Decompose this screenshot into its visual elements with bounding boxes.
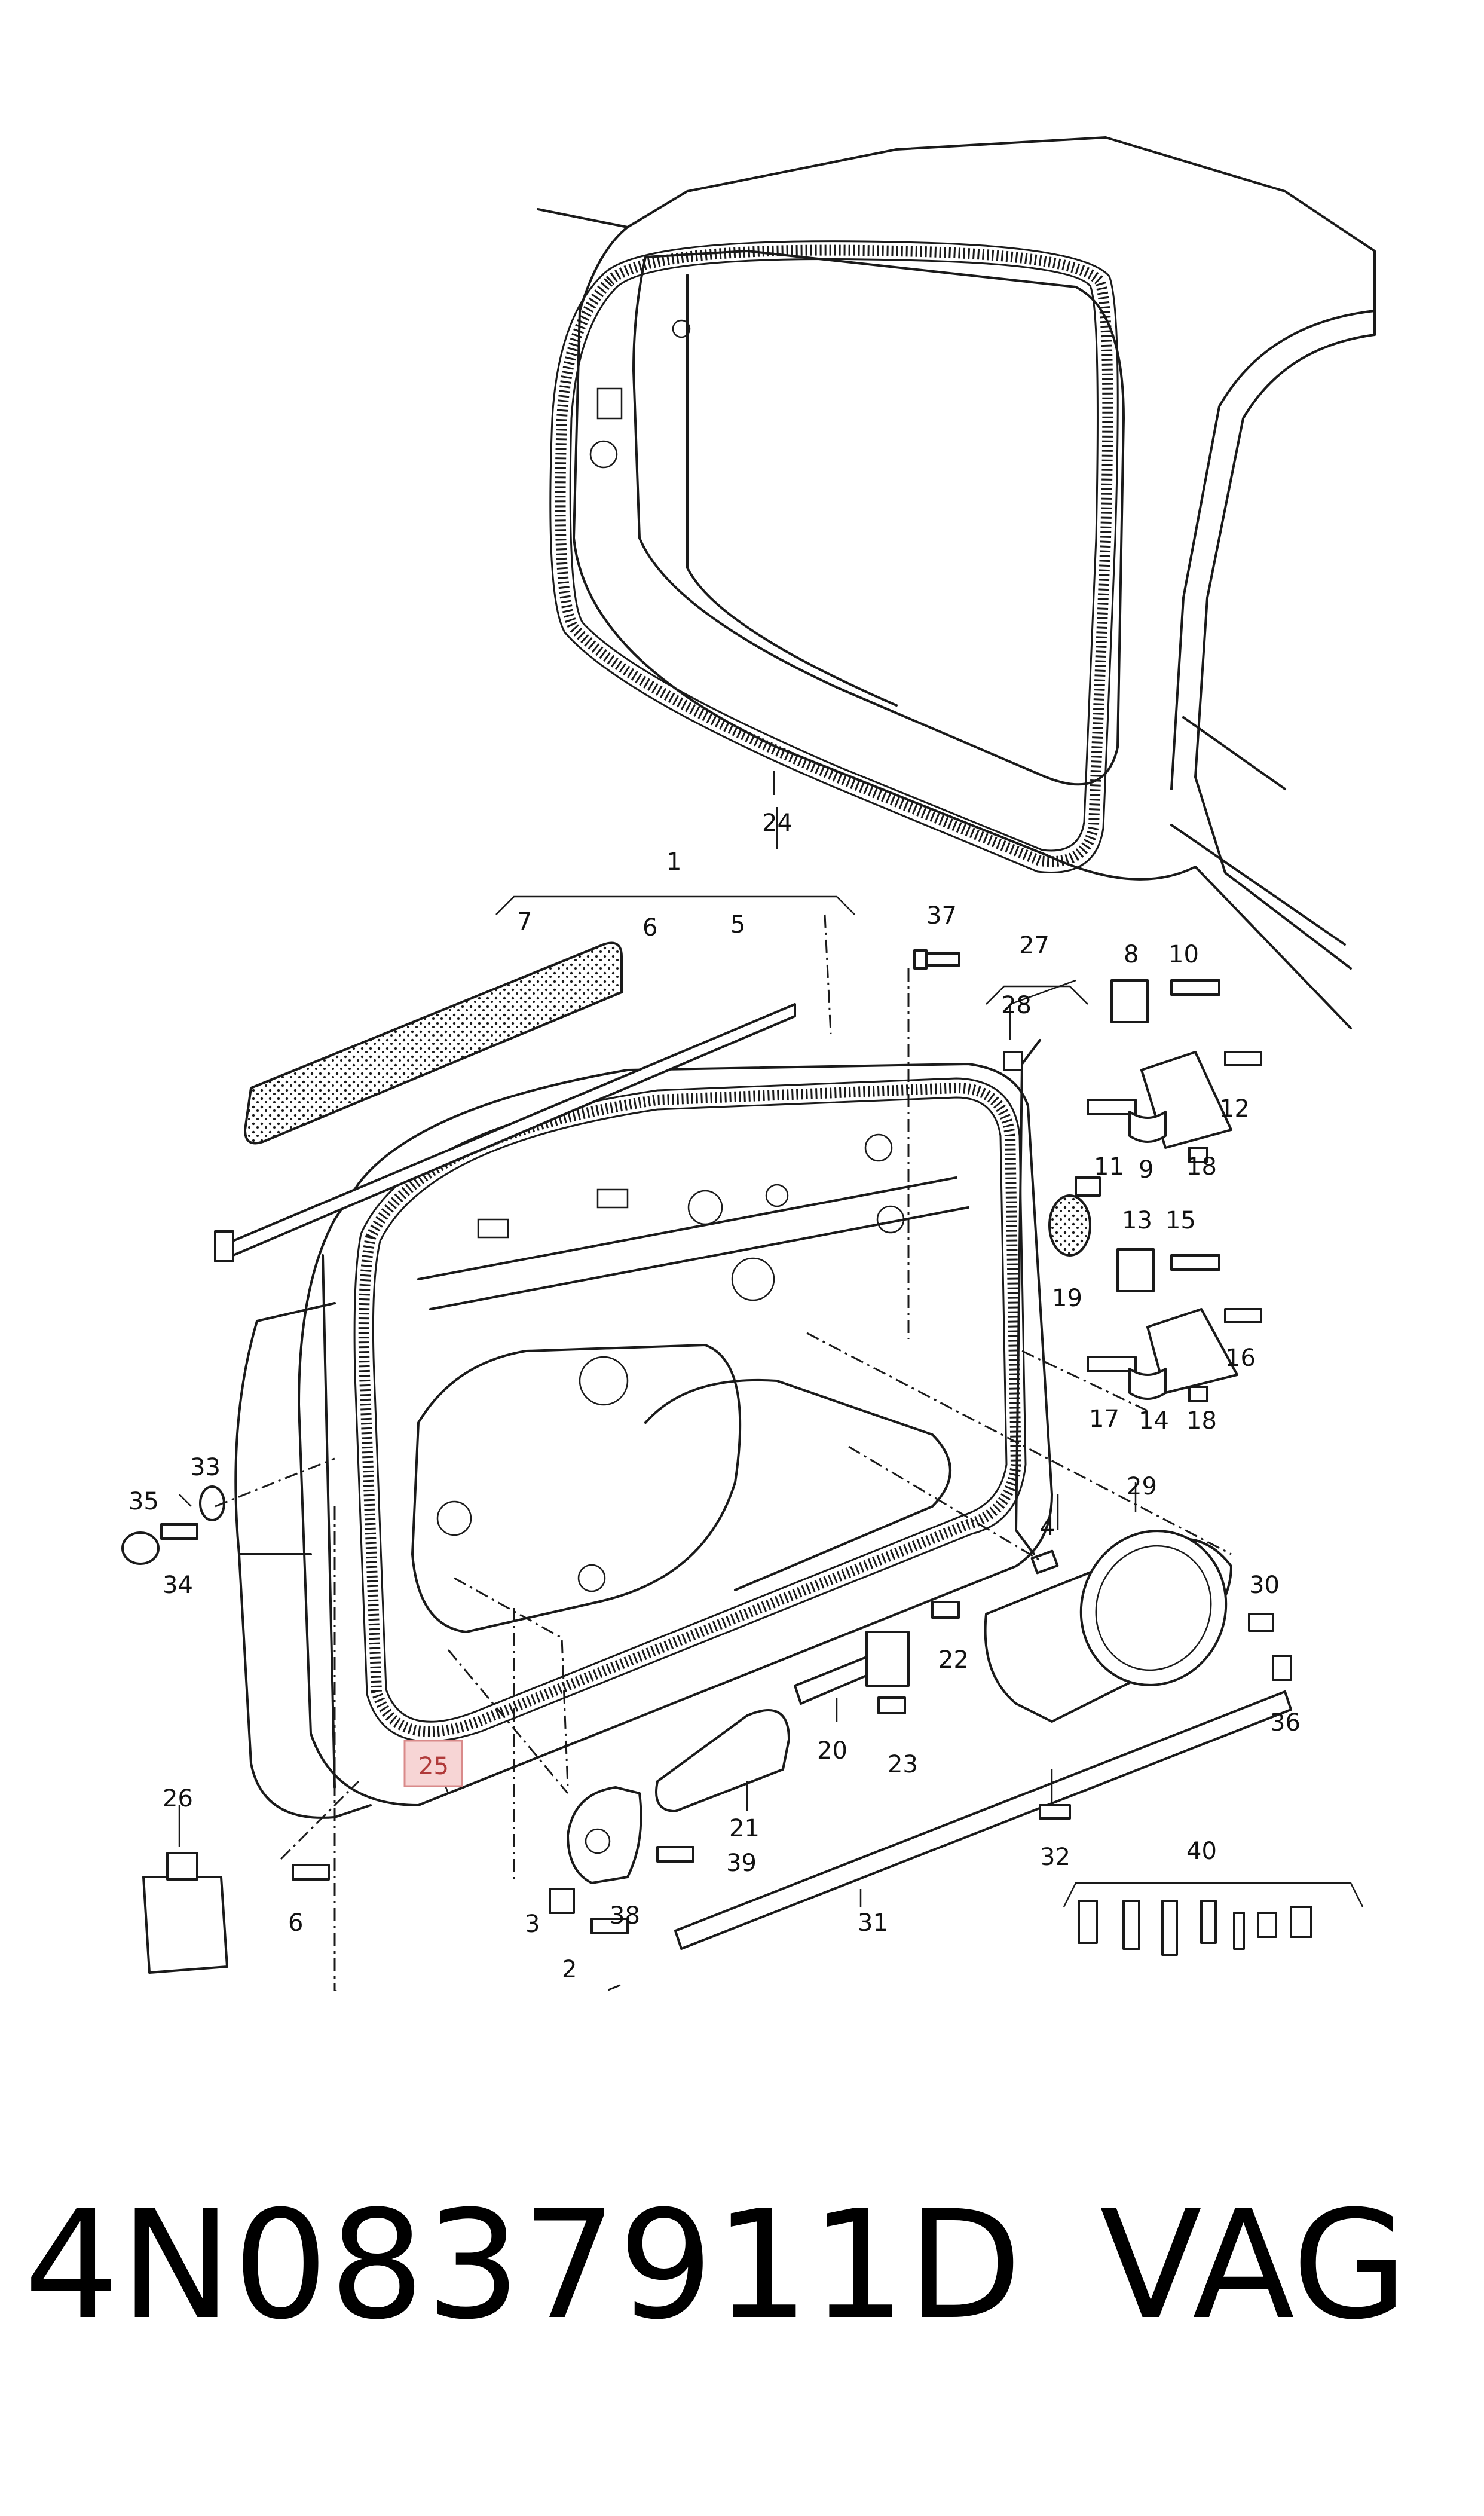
exploded-parts-diagram: 1 2 3 4 5 6 6 7 8 9 10 11 12 13 14 15 16… [121, 136, 1376, 1991]
label-19: 19 [1052, 1285, 1082, 1312]
part-28-clip [1003, 1051, 1023, 1071]
label-28: 28 [1001, 992, 1032, 1019]
label-17: 17 [1089, 1405, 1119, 1433]
label-39: 39 [726, 1849, 757, 1877]
part-20-bracket [794, 1601, 960, 1714]
part-4-bolt [1030, 1549, 1059, 1575]
label-3: 3 [525, 1910, 540, 1938]
leader-lines [215, 914, 1232, 1991]
part-6-screw [292, 1864, 330, 1881]
part-29-ring [984, 1530, 1232, 1723]
label-34: 34 [163, 1572, 193, 1599]
label-18b: 18 [1186, 1407, 1217, 1435]
part-3-bushing [549, 1888, 575, 1914]
label-33: 33 [190, 1454, 221, 1481]
part-27-cable [1015, 1039, 1041, 1555]
label-9: 9 [1139, 1156, 1153, 1184]
label-6b: 6 [288, 1909, 303, 1937]
part-37-bolt [913, 949, 960, 970]
label-18a: 18 [1186, 1153, 1217, 1181]
part-31-rail [674, 1690, 1292, 1950]
label-12: 12 [1219, 1095, 1250, 1123]
label-4: 4 [1040, 1514, 1055, 1541]
label-14: 14 [1139, 1407, 1169, 1435]
label-20: 20 [817, 1737, 847, 1765]
label-13: 13 [1122, 1207, 1152, 1234]
part-26-bottle [142, 1852, 228, 1974]
lower-hinge [1087, 1248, 1262, 1402]
part-30-bolt [1248, 1613, 1274, 1632]
label-5: 5 [730, 911, 745, 938]
door-seal-25 [353, 1077, 1027, 1742]
label-24: 24 [762, 809, 793, 837]
upper-hinge [1087, 979, 1262, 1163]
label-27: 27 [1019, 932, 1049, 959]
door-inner-panel [411, 1133, 969, 1633]
body-frame [537, 136, 1376, 1029]
label-23: 23 [888, 1751, 918, 1778]
part-21-foam [655, 1709, 790, 1812]
label-15: 15 [1165, 1207, 1196, 1234]
label-36: 36 [1270, 1709, 1301, 1737]
label-1: 1 [666, 848, 681, 876]
brand-name: VAG [1100, 2178, 1408, 2352]
highlight-box-25 [403, 1740, 463, 1787]
label-8: 8 [1124, 941, 1139, 968]
label-38: 38 [610, 1902, 640, 1930]
part-labels: 1 2 3 4 5 6 6 7 8 9 10 11 12 13 14 15 16… [128, 809, 1301, 1983]
label-10: 10 [1168, 941, 1199, 968]
part-7-pad [243, 941, 623, 1145]
label-25: 25 [418, 1753, 449, 1780]
caption: 4N0837911D VAG [24, 2170, 1470, 2361]
label-32: 32 [1040, 1844, 1070, 1871]
part-number: 4N0837911D [24, 2178, 1023, 2352]
label-30: 30 [1249, 1572, 1280, 1599]
label-2: 2 [562, 1956, 577, 1983]
door-shell [234, 1063, 1053, 1819]
label-22: 22 [938, 1646, 969, 1674]
callout-lines [178, 771, 1137, 1907]
part-40-fastener-set [1078, 1900, 1312, 1956]
label-37: 37 [926, 902, 957, 930]
label-31: 31 [858, 1909, 888, 1937]
label-21: 21 [729, 1815, 760, 1842]
door-opening-seal-24 [549, 240, 1119, 873]
label-6a: 6 [642, 914, 657, 941]
part-36-cap [1272, 1655, 1292, 1681]
bracket-lines [495, 895, 1364, 1907]
part-38-block [567, 1786, 694, 1884]
part-32-screw [1039, 1804, 1071, 1820]
label-40: 40 [1186, 1838, 1217, 1865]
label-26: 26 [163, 1785, 193, 1812]
part-5-strip [226, 1003, 796, 1257]
part-2-screw [590, 1918, 629, 1934]
label-11: 11 [1094, 1153, 1124, 1181]
label-16: 16 [1225, 1344, 1256, 1372]
left-fasteners [121, 1485, 225, 1565]
label-35: 35 [128, 1488, 159, 1515]
part-19-grommet [1048, 1176, 1101, 1257]
label-7: 7 [517, 908, 532, 936]
label-29: 29 [1127, 1473, 1157, 1500]
